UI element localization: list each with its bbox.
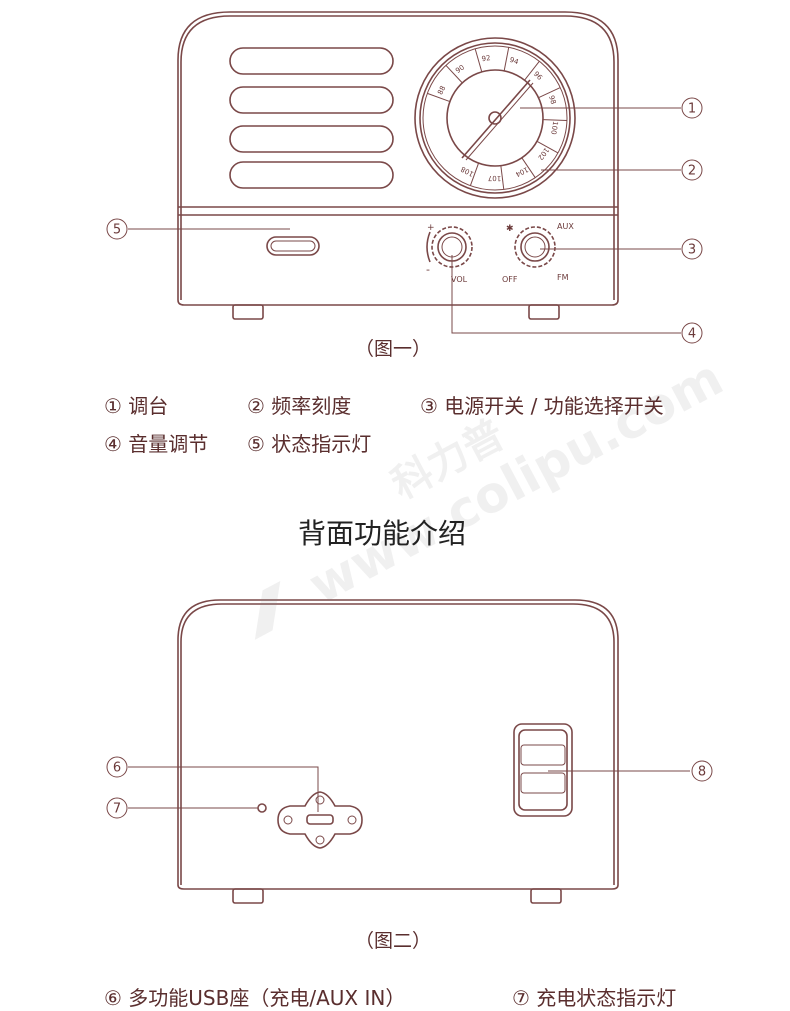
callout-number: 8 bbox=[698, 765, 706, 780]
callout-marker bbox=[681, 97, 703, 119]
aux-label: AUX bbox=[557, 222, 574, 231]
dial-tick bbox=[521, 157, 536, 178]
dial-label: 102 bbox=[536, 146, 550, 162]
speaker-grille bbox=[229, 47, 394, 189]
dial-tick bbox=[427, 92, 451, 103]
dial-tick bbox=[503, 47, 510, 71]
off-label: OFF bbox=[502, 275, 518, 284]
legend-item: ② 频率刻度 bbox=[247, 394, 352, 418]
usb-port bbox=[277, 791, 363, 849]
legend-item: ⑦ 充电状态指示灯 bbox=[512, 986, 677, 1010]
bluetooth-icon: ✱ bbox=[506, 224, 514, 234]
mode-switch bbox=[513, 723, 573, 817]
section-heading: 背面功能介绍 bbox=[298, 517, 467, 550]
dial-tick bbox=[538, 87, 561, 99]
dial-tick bbox=[474, 48, 483, 72]
dial-label: 98 bbox=[547, 94, 557, 105]
legend-item: ⑥ 多功能USB座（充电/AUX IN） bbox=[104, 986, 406, 1010]
callout-marker bbox=[106, 797, 128, 819]
vol-label: VOL bbox=[451, 275, 468, 284]
dial-label: 107 bbox=[488, 174, 501, 182]
callout-number: 2 bbox=[688, 164, 696, 179]
radio-front: 88 90 92 94 96 98 100 102 104 107 108 + - VOL ✱ AU… bbox=[177, 11, 619, 320]
volume-knob bbox=[426, 226, 473, 268]
watermark: www.colipu.com 科力普 bbox=[254, 348, 732, 640]
callout-marker bbox=[106, 218, 128, 240]
figure-2-caption: （图二） bbox=[355, 930, 432, 952]
dial-label: 90 bbox=[454, 63, 466, 75]
dial-label: 104 bbox=[514, 165, 530, 178]
dial-needle bbox=[461, 79, 531, 159]
fm-label: FM bbox=[557, 273, 569, 282]
dial-label: 96 bbox=[532, 70, 544, 82]
callout-number: 6 bbox=[113, 761, 121, 776]
callout-marker bbox=[681, 238, 703, 260]
foot bbox=[528, 304, 560, 320]
callout-marker bbox=[681, 322, 703, 344]
dial-tick bbox=[445, 65, 463, 84]
foot bbox=[232, 888, 264, 904]
legend-item: ① 调台 bbox=[104, 394, 169, 418]
callout-number: 5 bbox=[113, 223, 121, 238]
dial-label: 88 bbox=[436, 85, 447, 97]
status-light bbox=[266, 236, 320, 256]
radio-back bbox=[177, 599, 619, 904]
dial-tick bbox=[536, 140, 559, 154]
tuning-dial: 88 90 92 94 96 98 100 102 104 107 108 bbox=[414, 37, 576, 199]
legend-item: ③ 电源开关 / 功能选择开关 bbox=[420, 394, 664, 418]
function-knob bbox=[514, 226, 556, 268]
dial-label: 92 bbox=[481, 54, 491, 63]
callout-number: 4 bbox=[688, 327, 696, 342]
vol-plus-label: + bbox=[427, 223, 435, 233]
dial-tick bbox=[542, 119, 567, 122]
charge-indicator bbox=[257, 803, 267, 813]
legend-item: ⑤ 状态指示灯 bbox=[247, 432, 372, 456]
callout-marker bbox=[691, 760, 713, 782]
callout-marker bbox=[106, 756, 128, 778]
foot bbox=[232, 304, 264, 320]
dial-tick bbox=[469, 162, 480, 186]
foot bbox=[530, 888, 562, 904]
dial-label: 100 bbox=[549, 121, 559, 136]
figure-1-caption: （图一） bbox=[355, 338, 432, 360]
callout-number: 7 bbox=[113, 802, 121, 817]
dial-tick bbox=[524, 60, 540, 81]
legend-item: ④ 音量调节 bbox=[104, 432, 209, 456]
dial-tick bbox=[500, 165, 505, 190]
dial-label: 94 bbox=[508, 56, 519, 67]
callout-number: 1 bbox=[688, 102, 696, 117]
callout-number: 3 bbox=[688, 243, 696, 258]
callout-marker bbox=[681, 159, 703, 181]
svg-text:www.colipu.com: www.colipu.com bbox=[299, 348, 732, 615]
dial-label: 108 bbox=[460, 165, 476, 178]
vol-minus-label: - bbox=[426, 263, 430, 276]
